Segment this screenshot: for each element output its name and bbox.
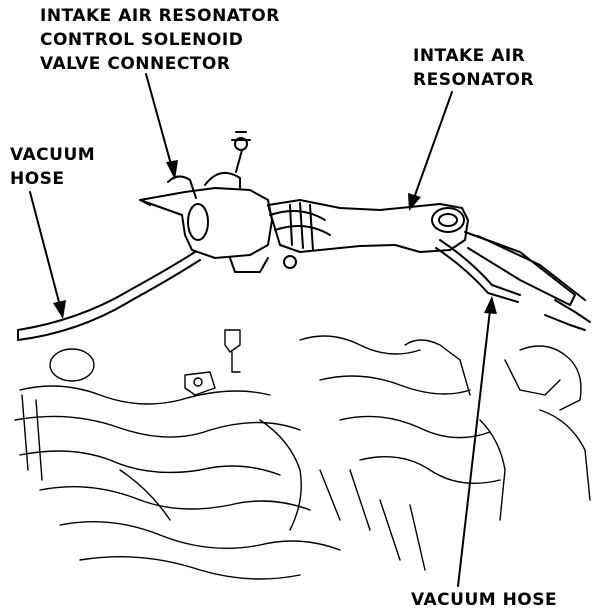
vacuum-hose-left: [17, 251, 201, 341]
label-vacuum-left-line-2: HOSE: [10, 169, 65, 189]
label-solenoid-line-3: VALVE CONNECTOR: [40, 54, 231, 74]
solenoid-valve: [139, 131, 297, 273]
label-solenoid-connector: INTAKE AIR RESONATOR CONTROL SOLENOID VA…: [40, 4, 280, 76]
vacuum-hose-right: [435, 239, 521, 303]
label-solenoid-line-1: INTAKE AIR RESONATOR: [40, 6, 280, 26]
arrow-intake-air-resonator: [408, 91, 453, 211]
engine-bay-sketch: [14, 329, 591, 580]
label-vacuum-left-line-1: VACUUM: [10, 145, 96, 165]
label-vacuum-bottom-text: VACUUM HOSE: [411, 590, 558, 610]
arrow-vacuum-hose-left: [29, 191, 66, 319]
label-resonator-line-1: INTAKE AIR: [413, 46, 526, 66]
arrow-vacuum-hose-bottom: [457, 296, 497, 587]
leader-arrows: [29, 73, 497, 587]
label-resonator-line-2: RESONATOR: [413, 70, 535, 90]
label-vacuum-hose-bottom: VACUUM HOSE: [411, 588, 557, 612]
intake-air-resonator: [267, 199, 591, 331]
label-solenoid-line-2: CONTROL SOLENOID: [40, 30, 244, 50]
arrow-solenoid-connector: [145, 73, 178, 180]
label-intake-air-resonator: INTAKE AIR RESONATOR: [413, 44, 534, 92]
label-vacuum-hose-left: VACUUM HOSE: [10, 143, 95, 191]
